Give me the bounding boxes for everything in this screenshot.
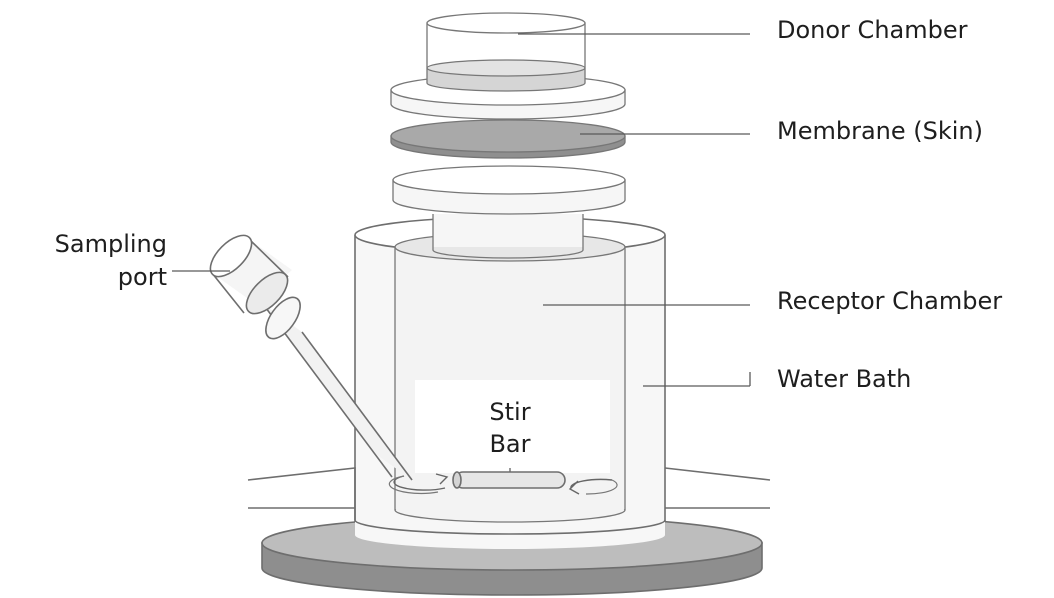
receptor-chamber-label: Receptor Chamber xyxy=(777,287,1002,315)
sampling-port-cap xyxy=(209,234,292,315)
donor-chamber-label: Donor Chamber xyxy=(777,16,968,44)
membrane-label: Membrane (Skin) xyxy=(777,117,983,145)
stir-bar-area xyxy=(388,380,618,495)
donor-chamber xyxy=(426,12,586,92)
sampling-port-label-line2: port xyxy=(118,263,167,291)
membrane-disk xyxy=(390,119,626,159)
sampling-port-arm xyxy=(262,296,413,481)
sampling-port-label-line1: Sampling xyxy=(55,230,167,258)
lower-ring xyxy=(392,165,626,215)
stir-bar-label-line2: Bar xyxy=(489,430,530,458)
chamber-neck xyxy=(432,214,584,259)
water-bath-label: Water Bath xyxy=(777,365,911,393)
stir-bar-label-line1: Stir xyxy=(489,398,530,426)
